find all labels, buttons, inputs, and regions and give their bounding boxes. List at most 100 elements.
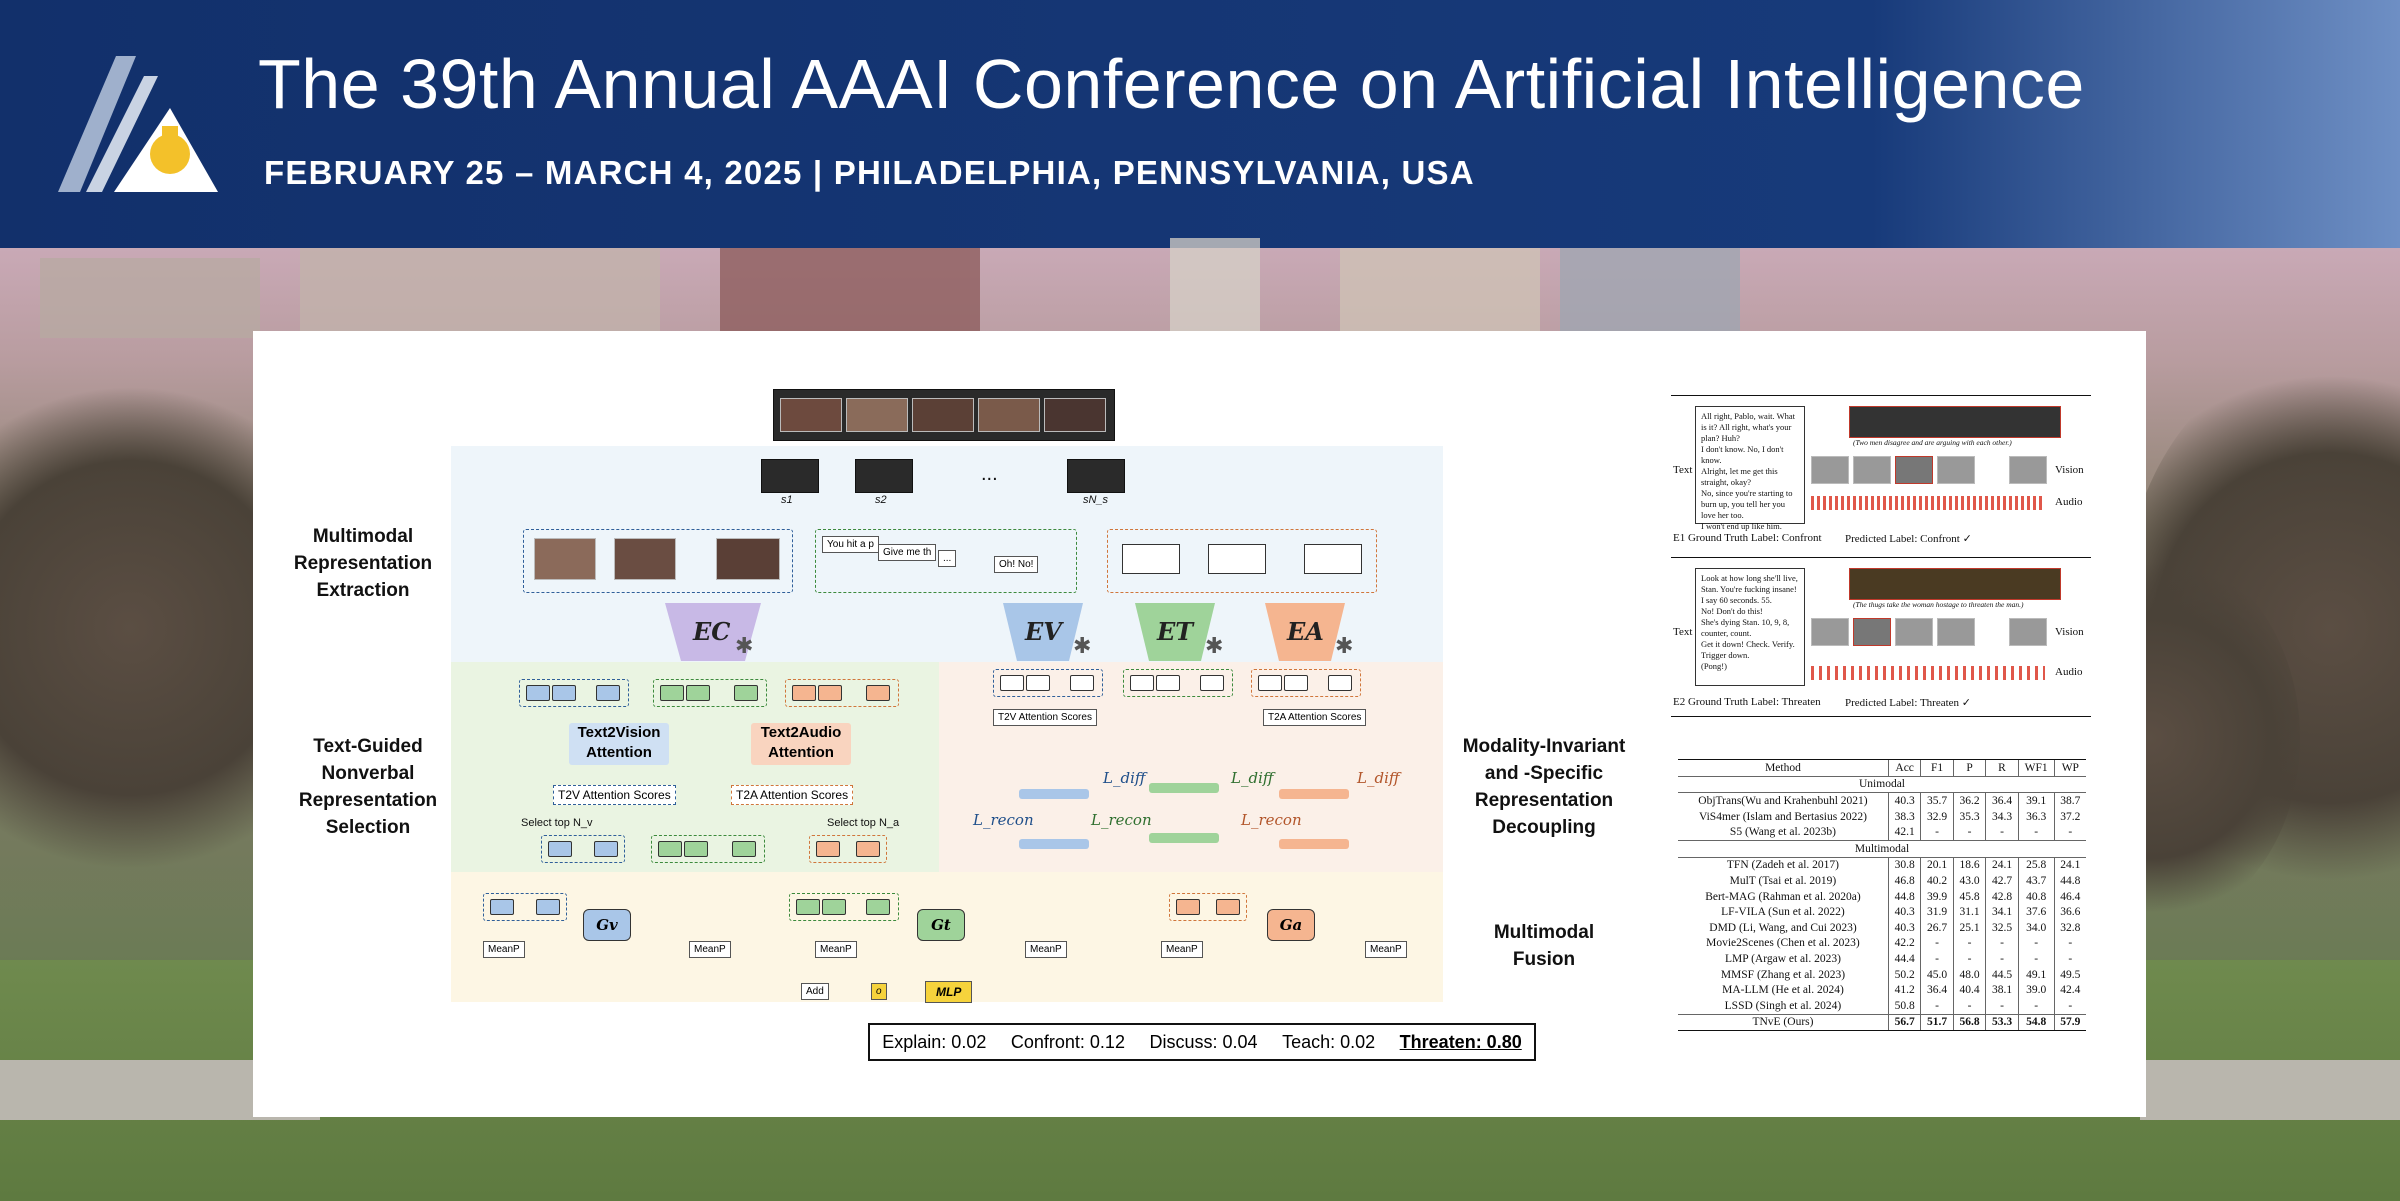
table-cell: - (1920, 824, 1954, 841)
table-cell: 39.1 (2017, 792, 2055, 809)
table-cell: 37.2 (2053, 808, 2086, 825)
table-cell: 36.4 (1920, 982, 1954, 998)
loss-diff-vision: L_diff (1103, 769, 1146, 787)
add-node: Add (801, 983, 829, 1000)
table-cell: 30.8 (1887, 857, 1921, 874)
table-cell: 42.4 (2053, 982, 2086, 998)
table-cell: 36.3 (2017, 808, 2055, 825)
prob-explain: Explain: 0.02 (882, 1031, 987, 1052)
case2-audio-wave (1811, 666, 2045, 680)
table-cell: 34.1 (1985, 904, 2019, 920)
case1-vision-label: Vision (2055, 464, 2084, 476)
segment-n-label: sN_s (1083, 494, 1109, 506)
col-r: R (1985, 759, 2019, 777)
case1-ground-truth: E1 Ground Truth Label: Confront (1673, 532, 1822, 544)
case1-audio-label: Audio (2055, 496, 2083, 508)
decouple-audio-input (1251, 669, 1361, 697)
gate-vision: Gv (583, 909, 631, 941)
audio-input-box (1107, 529, 1377, 593)
prediction-result-box: Explain: 0.02 Confront: 0.12 Discuss: 0.… (868, 1023, 1536, 1061)
text-specific-bar (1149, 833, 1219, 843)
table-cell: 42.7 (1985, 873, 2019, 889)
encoder-common-label: EC (693, 617, 731, 646)
text2vision-attention: Text2Vision Attention (569, 723, 669, 765)
encoder-vision-label: EV (1025, 617, 1062, 646)
col-method: Method (1678, 759, 1889, 777)
decouple-t2a-scores: T2A Attention Scores (1263, 709, 1367, 726)
case2-video (1849, 568, 2061, 600)
table-cell: LSSD (Singh et al. 2024) (1724, 999, 1842, 1012)
col-acc: Acc (1887, 759, 1921, 777)
table-cell: 44.8 (1887, 888, 1921, 905)
table-cell: 32.9 (1920, 808, 1954, 825)
meanp-audio-left: MeanP (1161, 941, 1203, 958)
table-cell: 34.3 (1985, 808, 2019, 825)
segment-ellipsis: ... (981, 463, 998, 485)
prob-teach: Teach: 0.02 (1282, 1031, 1376, 1052)
case-study-2: Text Look at how long she'll live, Stan.… (1671, 557, 2091, 717)
case1-text-label: Text (1673, 464, 1693, 476)
table-cell: 53.3 (1985, 1013, 2019, 1032)
table-cell: 50.2 (1887, 966, 1921, 983)
case1-caption: (Two men disagree and are arguing with e… (1853, 438, 2012, 447)
segment-1 (761, 459, 819, 493)
text-invariant-bar (1149, 783, 1219, 793)
text-bubble-4: Oh! No! (994, 556, 1039, 573)
encoder-audio-label: EA (1287, 617, 1324, 646)
table-cell: 49.5 (2053, 966, 2086, 983)
text-tokens-box (653, 679, 767, 707)
conference-banner: The 39th Annual AAAI Conference on Artif… (0, 0, 2400, 248)
table-cell: 45.0 (1920, 966, 1954, 983)
meanp-vision-left: MeanP (483, 941, 525, 958)
meanp-vision-right: MeanP (689, 941, 731, 958)
method-overview-panel: Multimodal Representation Extraction Tex… (253, 331, 2146, 1117)
table-cell: 44.5 (1985, 966, 2019, 983)
table-cell: 34.0 (2017, 919, 2055, 936)
conference-date-location: FEBRUARY 25 – MARCH 4, 2025 | PHILADELPH… (264, 154, 1475, 191)
video-filmstrip (773, 389, 1115, 441)
case1-predicted: Predicted Label: Confront ✓ (1845, 533, 1972, 545)
fusion-vision-tokens (483, 893, 567, 921)
table-cell: 50.8 (1887, 997, 1921, 1014)
output-o-node: o (871, 983, 887, 1000)
table-cell: - (1985, 824, 2019, 841)
encoder-common (665, 603, 761, 661)
meanp-text-right: MeanP (1025, 941, 1067, 958)
label-extraction: Multimodal Representation Extraction (293, 526, 433, 601)
mlp-node: MLP (925, 981, 973, 1003)
table-cell: 44.8 (2053, 873, 2086, 889)
selected-vision-tokens (541, 835, 625, 863)
table-cell: 40.8 (2017, 888, 2055, 905)
text-bubble-2: Give me th (878, 544, 937, 561)
encoder-audio (1265, 603, 1345, 661)
table-cell: ViS4mer (Islam and Bertasius 2022) (1698, 810, 1867, 823)
prob-discuss: Discuss: 0.04 (1149, 1031, 1258, 1052)
table-cell: LF-VILA (Sun et al. 2022) (1721, 906, 1845, 919)
table-cell: 32.5 (1985, 919, 2019, 936)
table-group-row: Multimodal (1678, 839, 2086, 858)
table-cell: 40.4 (1952, 982, 1986, 998)
table-cell: MulT (Tsai et al. 2019) (1729, 874, 1837, 887)
table-cell: 36.2 (1952, 792, 1986, 809)
table-cell: - (1985, 935, 2019, 952)
table-cell: DMD (Li, Wang, and Cui 2023) (1709, 921, 1857, 934)
table-cell: Bert-MAG (Rahman et al. 2020a) (1705, 890, 1861, 903)
table-cell: 56.7 (1887, 1013, 1921, 1032)
table-cell: 51.7 (1920, 1013, 1954, 1032)
vision-invariant-bar (1019, 789, 1089, 799)
table-cell: 38.3 (1887, 808, 1921, 825)
decouple-vision-input (993, 669, 1103, 697)
label-decoupling: Modality-Invariant and -Specific Represe… (1462, 736, 1626, 838)
table-cell: S5 (Wang et al. 2023b) (1729, 826, 1836, 839)
loss-recon-vision: L_recon (973, 811, 1034, 829)
frozen-icon: ✱ (1205, 633, 1224, 658)
table-cell: 43.0 (1952, 873, 1986, 889)
table-row: LMP (Argaw et al. 2023)44.4----- (1678, 951, 2086, 967)
table-row: LSSD (Singh et al. 2024)50.8----- (1678, 997, 2086, 1014)
table-cell: - (1952, 824, 1986, 841)
